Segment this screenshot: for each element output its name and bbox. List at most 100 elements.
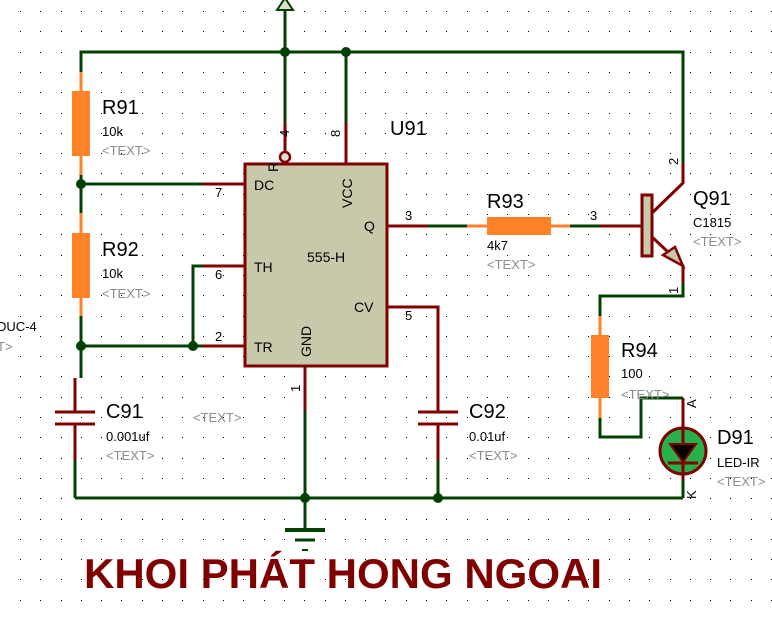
grid-dot (609, 194, 610, 195)
grid-dot (751, 437, 752, 438)
grid-dot (20, 92, 21, 93)
grid-dot (730, 295, 731, 296)
grid-dot (182, 11, 183, 12)
grid-dot (121, 579, 122, 580)
grid-dot (609, 133, 610, 134)
grid-dot (40, 11, 41, 12)
grid-dot (528, 255, 529, 256)
grid-dot (649, 600, 650, 601)
grid-dot (548, 376, 549, 377)
resistor-r93[interactable]: R93 4k7 <TEXT> (467, 191, 570, 272)
grid-dot (385, 133, 386, 134)
grid-dot (609, 356, 610, 357)
grid-dot (730, 600, 731, 601)
grid-dot (203, 478, 204, 479)
grid-dot (730, 559, 731, 560)
grid-dot (467, 173, 468, 174)
grid-dot (670, 519, 671, 520)
wire-r94-led[interactable] (598, 396, 663, 439)
u91-label-q: Q (364, 218, 375, 234)
grid-dot (528, 133, 529, 134)
grid-dot (40, 600, 41, 601)
grid-dot (588, 194, 589, 195)
u91-pinnum-4: 4 (277, 130, 292, 137)
resistor-r91[interactable]: R91 10k <TEXT> (72, 72, 150, 175)
resistor-r94[interactable]: R94 100 <TEXT> (591, 316, 669, 418)
transistor-q91[interactable]: 2 3 1 Q91 C1815 <TEXT> (590, 122, 741, 294)
grid-dot (690, 478, 691, 479)
grid-dot (690, 31, 691, 32)
grid-dot (710, 52, 711, 53)
ic-u91[interactable]: DC R VCC Q 555-H TH CV TR GND 7 6 2 4 8 … (203, 118, 440, 410)
grid-dot (203, 194, 204, 195)
grid-dot (548, 31, 549, 32)
grid-dot (568, 72, 569, 73)
grid-dot (751, 255, 752, 256)
grid-dot (710, 397, 711, 398)
grid-dot (568, 194, 569, 195)
grid-dot (528, 214, 529, 215)
grid-dot (649, 336, 650, 337)
capacitor-c91[interactable]: C91 0.001uf <TEXT> <TEXT> (55, 378, 241, 463)
grid-dot (446, 234, 447, 235)
grid-dot (406, 234, 407, 235)
grid-dot (751, 376, 752, 377)
q91-emitter-arrow-icon (660, 245, 686, 269)
grid-dot (730, 275, 731, 276)
q91-text: <TEXT> (693, 234, 741, 249)
wire-emitter-r94[interactable] (598, 282, 685, 316)
grid-dot (730, 316, 731, 317)
grid-dot (61, 275, 62, 276)
resistor-r92[interactable]: R92 10k <TEXT> (72, 213, 150, 316)
grid-dot (101, 336, 102, 337)
grid-dot (629, 234, 630, 235)
grid-dot (507, 214, 508, 215)
led-d91[interactable]: A K D91 LED-IR <TEXT> (658, 396, 765, 499)
grid-dot (40, 376, 41, 377)
wire-th-tr-loop[interactable] (191, 264, 203, 346)
grid-dot (121, 72, 122, 73)
grid-dot (609, 397, 610, 398)
grid-dot (730, 52, 731, 53)
u91-pinnum-3: 3 (405, 208, 412, 223)
grid-dot (121, 153, 122, 154)
grid-dot (629, 31, 630, 32)
grid-dot (710, 498, 711, 499)
junction-dot (76, 179, 86, 189)
grid-dot (223, 72, 224, 73)
wire-vcc-top[interactable] (79, 50, 685, 122)
grid-dot (507, 72, 508, 73)
u91-pinnum-7: 7 (215, 185, 222, 200)
power-terminal[interactable] (275, 0, 295, 11)
grid-dot (751, 275, 752, 276)
grid-dot (243, 113, 244, 114)
grid-dot (446, 539, 447, 540)
grid-dot (568, 356, 569, 357)
grid-dot (142, 92, 143, 93)
grid-dot (203, 31, 204, 32)
capacitor-c92[interactable]: C92 0.01uf <TEXT> (418, 378, 517, 463)
grid-dot (345, 539, 346, 540)
grid-dot (426, 437, 427, 438)
grid-dot (751, 336, 752, 337)
grid-dot (548, 437, 549, 438)
grid-dot (385, 519, 386, 520)
grid-dot (548, 72, 549, 73)
grid-dot (406, 133, 407, 134)
grid-dot (588, 579, 589, 580)
grid-dot (710, 579, 711, 580)
ground-symbol[interactable] (285, 528, 325, 551)
grid-dot (243, 458, 244, 459)
grid-dot (61, 234, 62, 235)
u91-pinnum-8: 8 (328, 130, 343, 137)
grid-dot (182, 31, 183, 32)
grid-dot (101, 316, 102, 317)
grid-dot (751, 72, 752, 73)
grid-dot (730, 153, 731, 154)
grid-dot (20, 336, 21, 337)
grid-dot (690, 579, 691, 580)
grid-dot (61, 52, 62, 53)
grid-dot (20, 72, 21, 73)
grid-dot (548, 336, 549, 337)
grid-dot (730, 356, 731, 357)
